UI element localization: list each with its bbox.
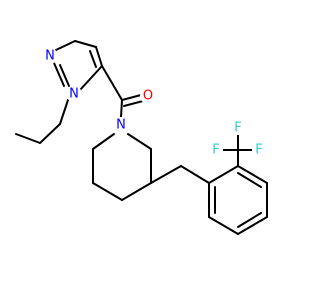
bond (92, 133, 115, 150)
bond (15, 133, 41, 144)
bond (208, 216, 239, 235)
bond (59, 99, 69, 125)
bond (237, 172, 262, 188)
atom-label: N (116, 118, 126, 133)
atom-label: O (143, 89, 153, 104)
molecule-structure: N N O N F F F (15, 40, 268, 235)
atom-label: F (234, 121, 241, 136)
atom-o-carbonyl: O (140, 88, 156, 104)
bond (55, 40, 76, 51)
atom-f-left: F (209, 143, 223, 158)
bond (101, 65, 123, 101)
bond (59, 64, 70, 87)
bond (53, 62, 65, 87)
bond (121, 182, 152, 201)
bond (127, 133, 152, 150)
atom-f-right: F (252, 143, 266, 158)
atom-layer: N N O N F F F (42, 48, 266, 158)
atom-n-pyrazole-2: N (66, 86, 82, 102)
bond (237, 212, 262, 228)
atom-n-piperidine: N (113, 117, 129, 133)
atom-n-pyrazole-1: N (42, 48, 58, 64)
bond (120, 99, 123, 118)
bond (89, 50, 97, 68)
bond (208, 165, 239, 184)
bond (237, 165, 268, 184)
bond-layer (15, 40, 268, 235)
bond (39, 123, 61, 144)
atom-label: N (69, 87, 79, 102)
bond (150, 165, 182, 184)
bond (180, 165, 210, 184)
bond (79, 65, 103, 91)
atom-f-top: F (231, 121, 245, 136)
bond (237, 216, 268, 235)
atom-label: N (45, 49, 55, 64)
bond (123, 100, 144, 107)
bond (74, 40, 97, 48)
molecule-canvas: N N O N F F F (15, 40, 268, 235)
bond (92, 182, 123, 201)
bond (121, 94, 142, 101)
atom-label: F (255, 143, 262, 158)
atom-label: F (212, 143, 219, 158)
bond (95, 46, 103, 67)
